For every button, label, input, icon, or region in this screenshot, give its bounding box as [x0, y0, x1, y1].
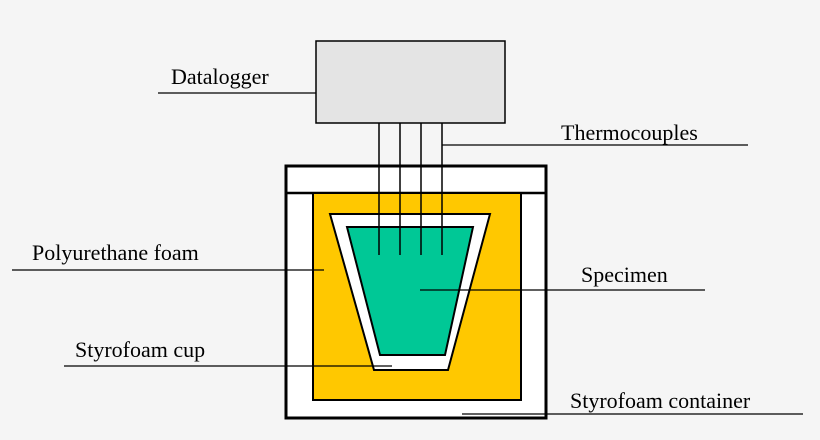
- specimen: [345, 226, 475, 356]
- label-styrofoam-cup: Styrofoam cup: [75, 337, 205, 362]
- label-specimen: Specimen: [581, 262, 668, 287]
- label-styrofoam-container: Styrofoam container: [570, 388, 751, 413]
- label-polyurethane-foam: Polyurethane foam: [32, 240, 199, 265]
- label-datalogger: Datalogger: [171, 64, 269, 89]
- leader-lines: [12, 92, 803, 415]
- datalogger-box: [315, 40, 506, 124]
- label-thermocouples: Thermocouples: [561, 120, 698, 145]
